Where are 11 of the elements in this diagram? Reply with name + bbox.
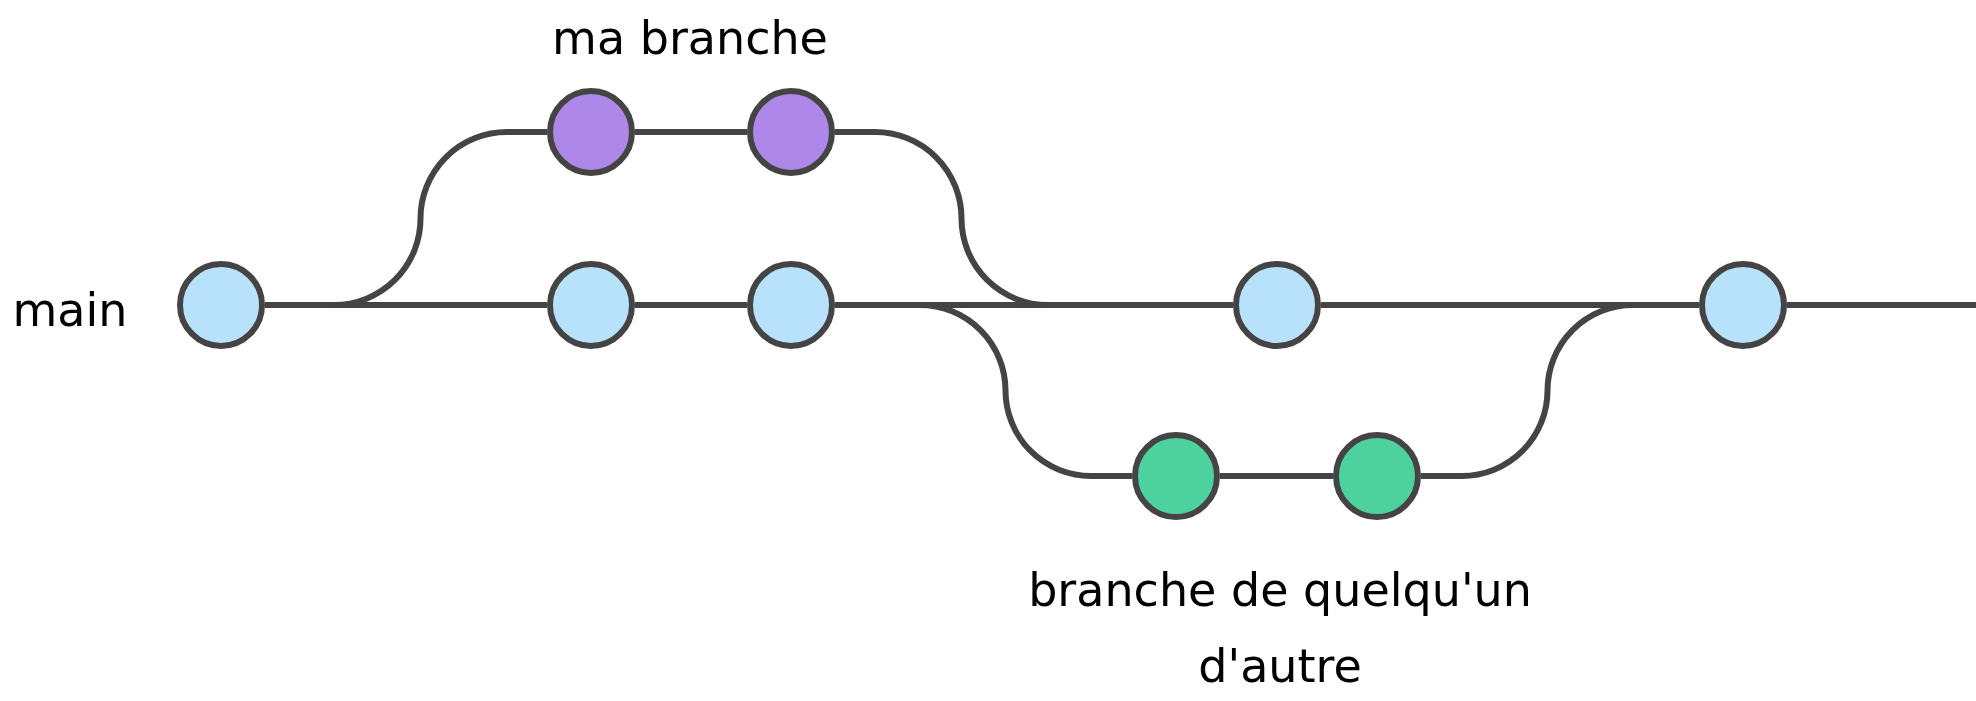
- branch-line: [265, 129, 547, 308]
- branch-line: [635, 302, 747, 308]
- branch-label: branche de quelqu'un d'autre: [1027, 562, 1533, 695]
- branch-line: [1220, 473, 1333, 479]
- branch-line: [835, 129, 1233, 308]
- branch-line: [635, 129, 747, 135]
- branch-line: [835, 302, 1132, 479]
- branch-line: [1787, 302, 1976, 308]
- branch-label: ma branche: [551, 10, 829, 67]
- branch-label: main: [11, 282, 129, 339]
- branch-line: [1421, 302, 1699, 479]
